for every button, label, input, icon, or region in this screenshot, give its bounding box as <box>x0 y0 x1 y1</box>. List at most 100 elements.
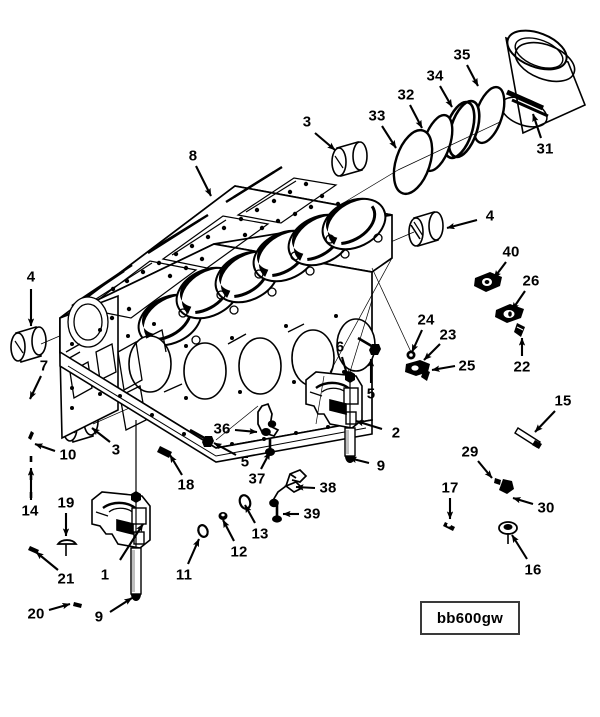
callout-arrow-36 <box>234 428 258 435</box>
callout-arrow-8 <box>195 165 212 197</box>
callout-arrow-29 <box>477 460 493 479</box>
callout-number-9: 9 <box>94 608 104 626</box>
callout-number-12: 12 <box>230 543 248 561</box>
bracket-36 <box>257 402 280 438</box>
callout-number-3: 3 <box>302 113 312 131</box>
callout-arrow-12 <box>222 519 235 542</box>
callout-number-8: 8 <box>188 147 198 165</box>
bushing-3-top <box>331 140 368 178</box>
cylinder-bores <box>137 197 387 347</box>
callout-number-22: 22 <box>513 358 531 376</box>
callout-number-17: 17 <box>441 479 459 497</box>
capscrew-5-right <box>357 336 381 355</box>
callout-arrow-16 <box>511 534 528 560</box>
callout-number-23: 23 <box>439 326 457 344</box>
callout-number-15: 15 <box>554 392 572 410</box>
callout-arrow-40 <box>493 261 507 279</box>
callout-number-5: 5 <box>240 453 250 471</box>
o-ring-33 <box>392 128 434 196</box>
callout-number-31: 31 <box>536 140 554 158</box>
dowel-pin-15 <box>514 427 542 449</box>
callout-arrow-32 <box>409 104 423 129</box>
cup-plug-19 <box>56 539 78 556</box>
bolt-22 <box>514 323 525 337</box>
callout-number-14: 14 <box>21 502 39 520</box>
callout-number-34: 34 <box>426 67 444 85</box>
o-ring-13 <box>238 494 252 510</box>
callout-number-2: 2 <box>391 424 401 442</box>
callout-arrow-4 <box>446 218 478 230</box>
callout-arrow-37 <box>260 451 271 470</box>
callout-arrow-31 <box>532 113 542 139</box>
callout-arrow-18 <box>169 454 183 476</box>
callout-arrow-23 <box>423 343 441 361</box>
callout-arrow-3 <box>91 427 111 443</box>
bushing-4-right <box>408 210 444 248</box>
callout-arrow-35 <box>466 64 479 87</box>
callout-number-30: 30 <box>537 499 555 517</box>
bolt-25 <box>421 369 430 381</box>
callout-arrow-38 <box>295 484 316 491</box>
callout-number-4: 4 <box>485 207 495 225</box>
callout-number-40: 40 <box>502 243 520 261</box>
plugs-and-seals <box>56 272 525 556</box>
callout-arrow-24 <box>411 329 423 353</box>
callout-number-29: 29 <box>461 443 479 461</box>
callout-number-37: 37 <box>248 470 266 488</box>
callout-number-11: 11 <box>175 566 193 584</box>
callout-number-35: 35 <box>453 46 471 64</box>
callout-arrow-10 <box>34 443 56 452</box>
callout-arrow-9 <box>109 597 133 613</box>
washer-12 <box>218 512 228 520</box>
cylinder-liner-assembly <box>324 29 587 215</box>
callout-number-10: 10 <box>59 446 77 464</box>
pin-20 <box>73 602 82 608</box>
dowel-pin-18 <box>157 446 172 458</box>
callout-number-25: 25 <box>458 357 476 375</box>
callout-number-16: 16 <box>524 561 542 579</box>
cylinder-liner-31 <box>500 29 587 135</box>
bracket-40 <box>474 272 502 292</box>
callout-arrow-33 <box>381 125 397 149</box>
leader-lines <box>135 257 412 494</box>
cup-plug-16 <box>498 521 518 544</box>
callout-arrow-13 <box>244 504 256 524</box>
callout-arrow-7 <box>29 375 42 400</box>
callout-arrow-25 <box>431 364 456 372</box>
callout-number-24: 24 <box>417 311 435 329</box>
callout-number-39: 39 <box>303 505 321 523</box>
callout-arrow-21 <box>35 551 59 571</box>
callout-number-6: 6 <box>335 338 345 356</box>
main-bearing-cap-1 <box>91 491 151 549</box>
nut-6-left <box>131 491 141 503</box>
callout-arrow-34 <box>439 85 453 108</box>
callout-number-18: 18 <box>177 476 195 494</box>
callout-number-7: 7 <box>39 357 49 375</box>
callout-number-36: 36 <box>213 420 231 438</box>
plug-30 <box>499 479 514 494</box>
callout-number-1: 1 <box>100 566 110 584</box>
callout-arrow-20 <box>48 602 71 612</box>
camshaft-bushings <box>10 140 444 444</box>
callout-arrow-6 <box>340 356 350 379</box>
callout-number-13: 13 <box>251 525 269 543</box>
callout-number-38: 38 <box>319 479 337 497</box>
bushing-4-left <box>10 325 47 364</box>
drawing-number-label: bb600gw <box>436 609 504 627</box>
callout-number-33: 33 <box>368 107 386 125</box>
callout-number-5: 5 <box>366 385 376 403</box>
washer-24 <box>406 350 416 360</box>
callout-arrows <box>27 64 556 613</box>
callout-arrow-15 <box>534 410 556 433</box>
callout-number-20: 20 <box>27 605 45 623</box>
callout-arrow-11 <box>187 538 200 565</box>
drawing-number-box: bb600gw <box>420 601 520 635</box>
callout-number-4: 4 <box>26 268 36 286</box>
callout-number-21: 21 <box>57 570 75 588</box>
callout-arrow-5 <box>213 442 237 456</box>
callout-number-3: 3 <box>111 441 121 459</box>
camshaft-bores <box>128 318 376 400</box>
callout-number-9: 9 <box>376 457 386 475</box>
